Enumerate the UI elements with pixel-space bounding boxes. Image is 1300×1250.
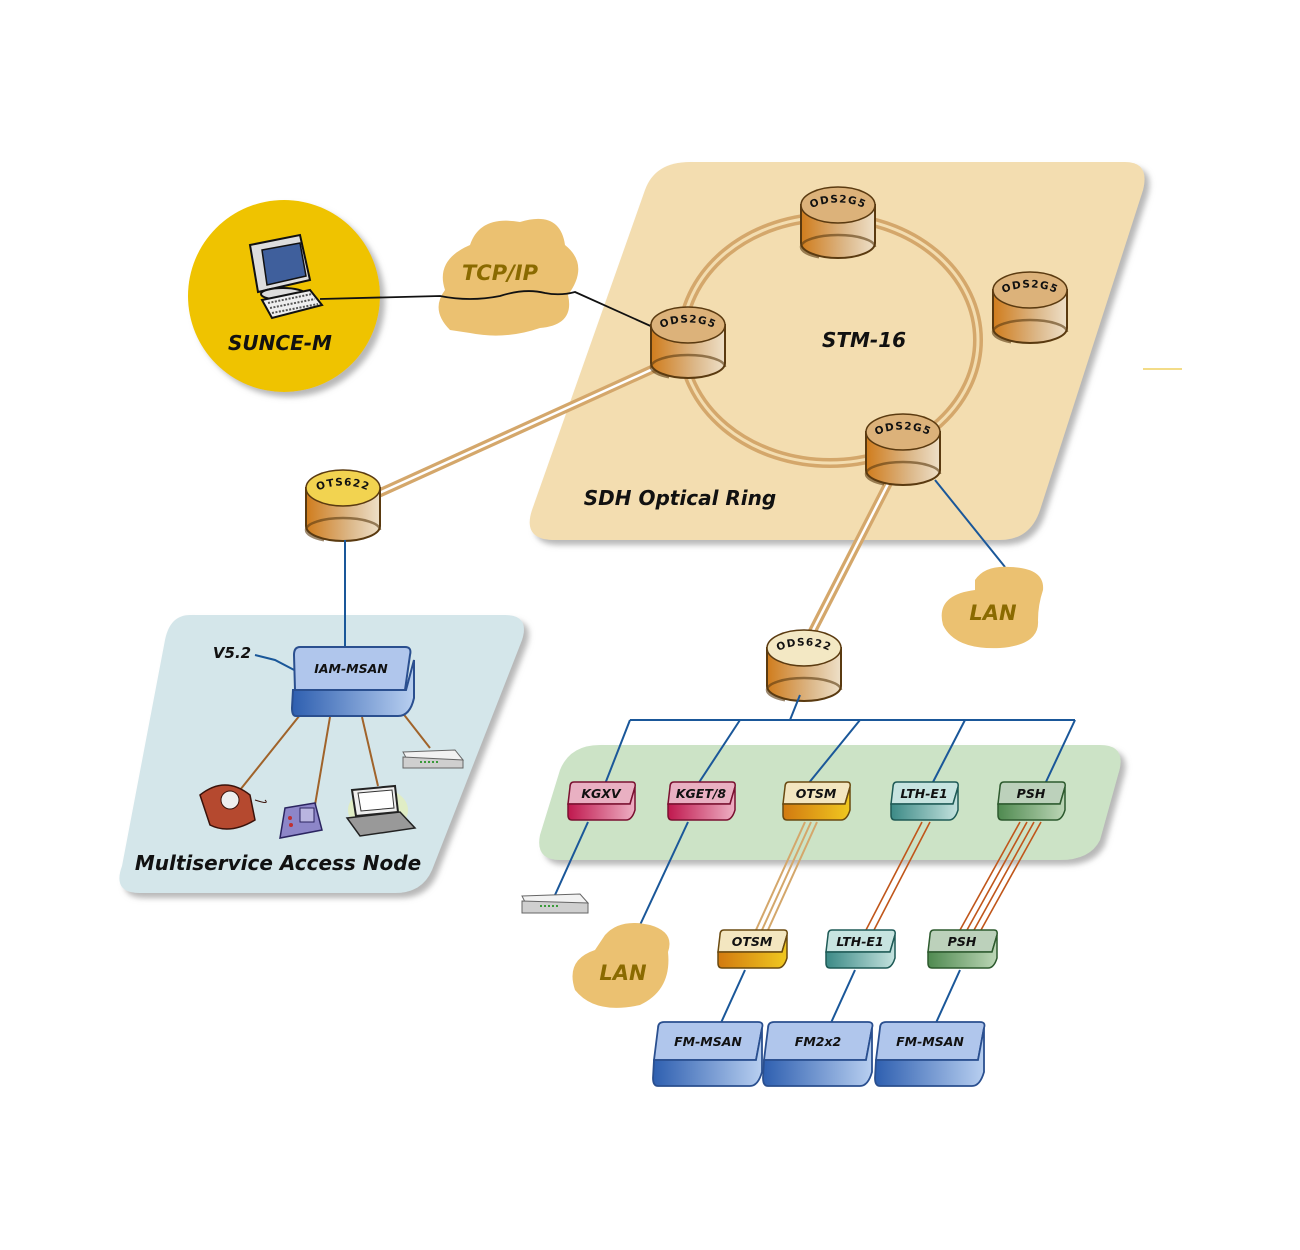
card-kgxv[interactable]: KGXV [567,781,636,821]
v52-label: V5.2 [213,644,251,662]
lth-e1-copper [865,821,931,931]
card-psh-label: PSH [1017,786,1046,801]
ods2g5-node-2[interactable]: ODS2G5 [991,271,1069,346]
sdh-ring-panel [529,162,1145,540]
kgxv-modem-link [554,821,589,896]
ods2g5-node-3-label: ODS2G5 [658,313,718,331]
sunce-m-label: SUNCE-M [228,331,332,355]
remote-card-psh[interactable]: PSH [927,929,998,969]
lan-right-label: LAN [969,601,1017,625]
modem-icon-card [521,893,590,914]
iam-msan-label: IAM-MSAN [314,661,388,676]
fax-phone-icon [279,802,323,839]
stm16-label: STM-16 [822,328,906,352]
ods2g5-node-1[interactable]: ODS2G5 [799,186,877,261]
tcpip-label: TCP/IP [462,261,539,285]
lan-bottom-cloud: LAN [572,922,670,1008]
ods2g5-node-1-label: ODS2G5 [808,193,868,211]
fiber-ots622-link [373,363,657,500]
remote-unit-1[interactable]: FM-MSAN [652,1021,764,1087]
ods622-node[interactable]: ODS622 [765,629,843,704]
fiber-ods622-link [803,477,895,643]
remote-card-otsm[interactable]: OTSM [717,929,788,969]
remote-unit-label: FM-MSAN [674,1034,742,1049]
ods2g5-node-3[interactable]: ODS2G5 [649,306,727,381]
lan-bottom-label: LAN [599,961,647,985]
ods2g5-node-4[interactable]: ODS2G5 [864,413,942,488]
ods2g5-node-2-label: ODS2G5 [1000,278,1060,296]
tcpip-cloud: TCP/IP [438,218,579,336]
access-node-title: Multiservice Access Node [135,851,421,875]
modem-icon-access [402,749,464,769]
management-link [319,290,656,329]
remote-card-lth-e1-label: LTH-E1 [836,934,883,949]
card-lth-e1-label: LTH-E1 [900,786,947,801]
remote-unit-3[interactable]: FM-MSAN [874,1021,986,1087]
remote-unit-label: FM2x2 [795,1034,841,1049]
card-otsm-label: OTSM [796,786,837,801]
remote-links [719,969,961,1026]
v52-label-group: V5.2 [213,644,299,673]
ods622-node-label: ODS622 [775,636,834,653]
remote-card-lth-e1[interactable]: LTH-E1 [825,929,896,969]
card-kgxv-label: KGXV [581,786,622,801]
ots622-node-label: OTS622 [315,476,372,493]
card-psh[interactable]: PSH [997,781,1066,821]
ots622-node[interactable]: OTS622 [304,469,382,544]
card-kget-8[interactable]: KGET/8 [667,781,736,821]
card-lth-e1[interactable]: LTH-E1 [890,781,959,821]
iam-msan-device[interactable]: IAM-MSAN [290,646,415,717]
card-kget-8-label: KGET/8 [676,786,727,801]
kget-lan-link [639,821,689,926]
remote-unit-label: FM-MSAN [896,1034,964,1049]
remote-unit-2[interactable]: FM2x2 [762,1021,874,1087]
card-otsm[interactable]: OTSM [782,781,851,821]
remote-card-otsm-label: OTSM [732,934,773,949]
phone-icon [199,784,267,830]
lan-right-link [934,479,1006,568]
otsm-fiber [755,821,818,931]
ods622-bus [604,694,1076,785]
sunce-m-manager[interactable]: SUNCE-M [188,200,380,392]
computer-icon [248,233,324,320]
laptop-icon [345,784,417,837]
sdh-ring-title: SDH Optical Ring [584,486,776,510]
psh-copper [959,821,1042,931]
remote-card-psh-label: PSH [948,934,977,949]
lan-right-cloud: LAN [941,566,1044,649]
ods2g5-node-4-label: ODS2G5 [873,420,933,438]
